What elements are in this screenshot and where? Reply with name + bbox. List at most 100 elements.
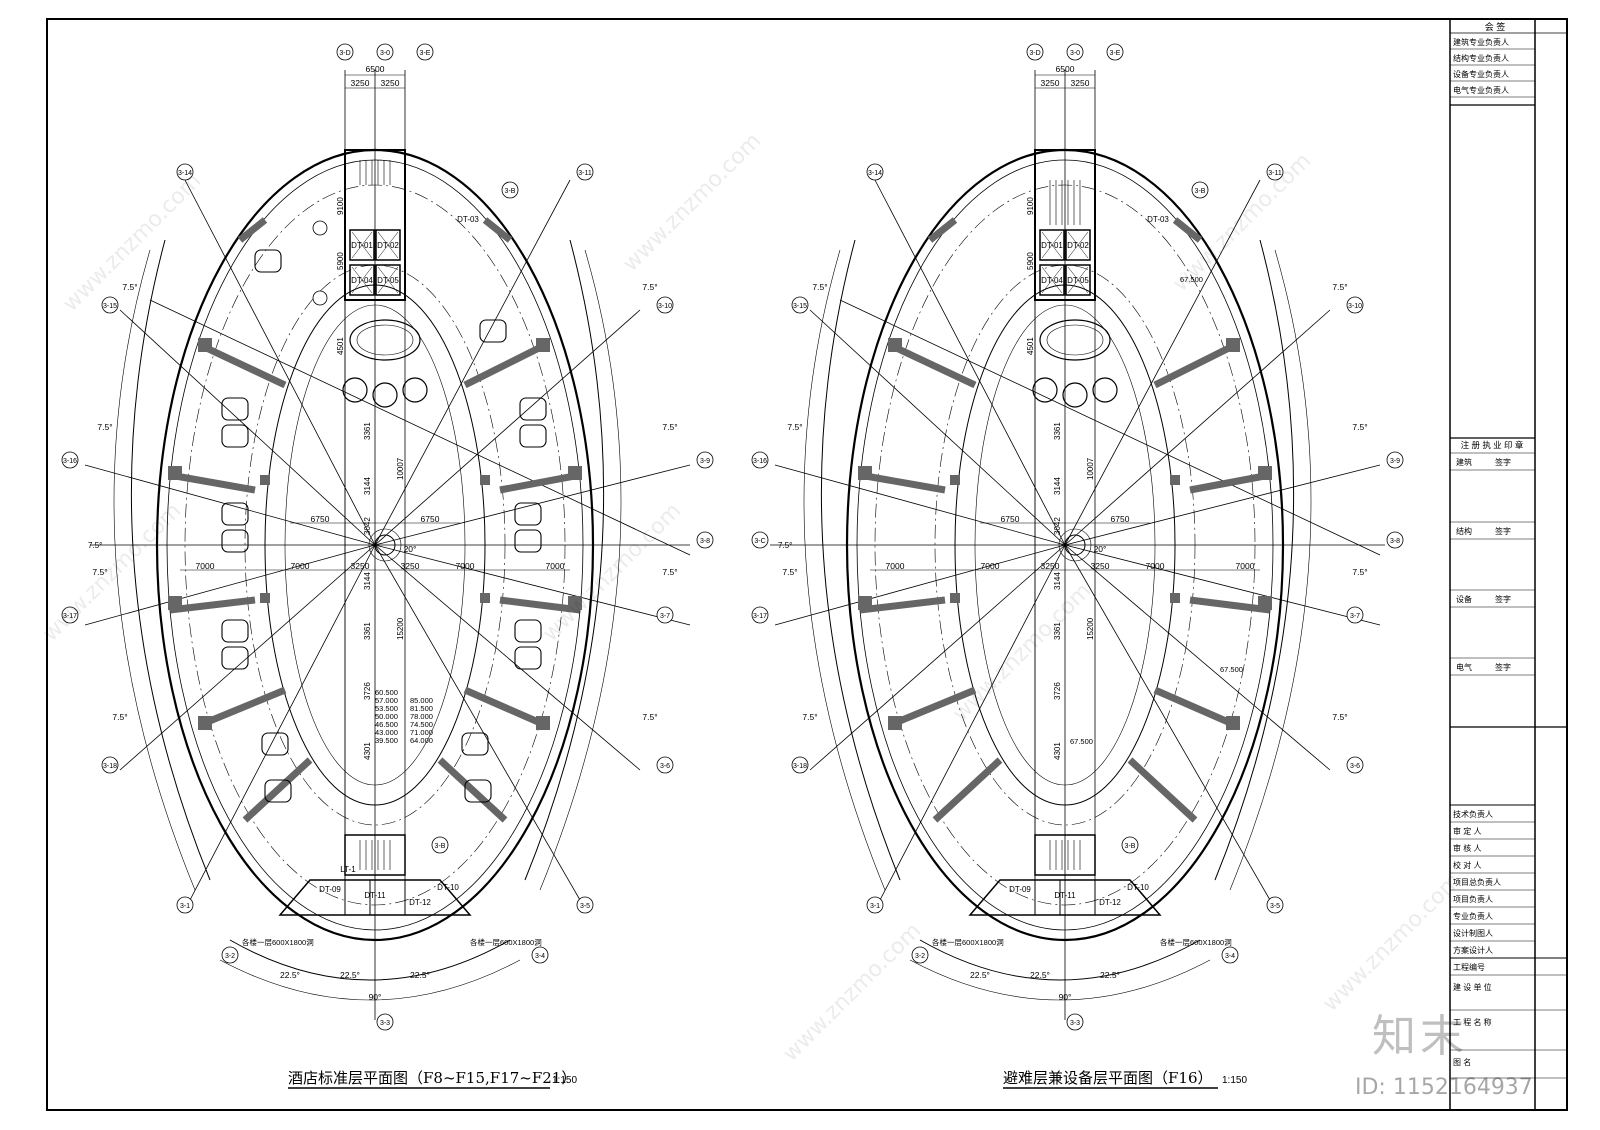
dim-angle-8: 7.5° <box>642 712 657 722</box>
svg-text:53.500: 53.500 <box>375 704 398 713</box>
dim-bay-4-r: 7000 <box>1236 561 1255 571</box>
vertical-dims-left: 9100 5900 4501 3361 3144 3042 3144 3361 … <box>336 197 405 760</box>
dim-bay-1-r: 7000 <box>886 561 905 571</box>
svg-text:3-15: 3-15 <box>103 303 117 310</box>
watermark-id: ID: 1152164937 <box>1355 1075 1533 1100</box>
svg-text:3-17: 3-17 <box>753 613 767 620</box>
svg-text:39.500: 39.500 <box>375 736 398 745</box>
dim-top-half-left-r: 3250 <box>1041 78 1060 88</box>
dim-center-left-r: 3250 <box>1041 561 1060 571</box>
elevator-label: DT-04 <box>1041 276 1063 285</box>
svg-text:3361: 3361 <box>1053 422 1062 440</box>
svg-text:9100: 9100 <box>336 197 345 215</box>
svg-text:3-6: 3-6 <box>1350 763 1360 770</box>
dim-angle-4-r: 7.5° <box>802 712 817 722</box>
svg-text:4301: 4301 <box>1053 742 1062 760</box>
elevator-label: DT-12 <box>1099 898 1121 907</box>
svg-text:3-9: 3-9 <box>700 458 710 465</box>
elevator-label: DT-12 <box>409 898 431 907</box>
svg-text:3-C: 3-C <box>754 538 765 545</box>
countersign-header: 会 签 <box>1485 21 1506 32</box>
role-row: 设计制图人 <box>1453 928 1493 938</box>
svg-text:3-7: 3-7 <box>1350 613 1360 620</box>
info-row: 工程编号 <box>1453 962 1485 972</box>
svg-text:5900: 5900 <box>1026 252 1035 270</box>
elevator-label: DT-02 <box>377 241 399 250</box>
drawing-scale-right: 1:150 <box>1222 1075 1247 1086</box>
svg-text:3-B: 3-B <box>435 843 446 850</box>
svg-text:60.500: 60.500 <box>375 688 398 697</box>
svg-text:3-17: 3-17 <box>63 613 77 620</box>
dim-angle-3-r: 7.5° <box>782 567 797 577</box>
svg-text:3-8: 3-8 <box>1390 538 1400 545</box>
svg-text:4501: 4501 <box>336 337 345 355</box>
role-row: 项目总负责人 <box>1453 877 1501 887</box>
elevator-label: DT-03 <box>457 215 479 224</box>
dim-bay-2: 7000 <box>291 561 310 571</box>
dim-angle-7-r: 7.5° <box>1352 567 1367 577</box>
dim-bay-4: 7000 <box>546 561 565 571</box>
dim-top-half-right-r: 3250 <box>1071 78 1090 88</box>
elevator-label: DT-10 <box>437 883 459 892</box>
svg-text:3-18: 3-18 <box>103 763 117 770</box>
svg-text:3-14: 3-14 <box>178 170 192 177</box>
svg-text:3-15: 3-15 <box>793 303 807 310</box>
svg-text:50.000: 50.000 <box>375 712 398 721</box>
dim-top-total: 6500 <box>366 64 385 74</box>
svg-text:67.500: 67.500 <box>1070 737 1093 746</box>
elevator-label: DT-03 <box>1147 215 1169 224</box>
dim-angle-5: 7.5° <box>642 282 657 292</box>
svg-text:3-1: 3-1 <box>870 903 880 910</box>
role-row: 技术负责人 <box>1453 809 1493 819</box>
svg-text:5900: 5900 <box>336 252 345 270</box>
elevator-label: DT-10 <box>1127 883 1149 892</box>
opening-note-right-r: 各楼一层600X1800洞 <box>1160 937 1232 947</box>
info-row: 图 名 <box>1453 1057 1471 1067</box>
dim-bay-3-r: 7000 <box>1146 561 1165 571</box>
svg-text:3042: 3042 <box>363 517 372 535</box>
dim-angle-8-r: 7.5° <box>1332 712 1347 722</box>
dim-angle-1-r: 7.5° <box>812 282 827 292</box>
svg-text:10007: 10007 <box>396 457 405 480</box>
dim-center-left: 3250 <box>351 561 370 571</box>
elevator-label: DT-01 <box>351 241 373 250</box>
role-row: 方案设计人 <box>1453 945 1493 955</box>
svg-text:43.000: 43.000 <box>375 728 398 737</box>
dim-side-angle-r: 7.5° <box>778 541 792 550</box>
svg-text:3144: 3144 <box>1053 477 1062 495</box>
elevator-label: DT-09 <box>1009 885 1031 894</box>
svg-text:3-6: 3-6 <box>660 763 670 770</box>
dim-bottom-total-r: 90° <box>1059 992 1072 1002</box>
svg-text:3-B: 3-B <box>1125 843 1136 850</box>
svg-text:46.500: 46.500 <box>375 720 398 729</box>
svg-text:3144: 3144 <box>1053 572 1062 590</box>
opening-note-right: 各楼一层600X1800洞 <box>470 937 542 947</box>
svg-text:85.000: 85.000 <box>410 696 433 705</box>
svg-text:3-10: 3-10 <box>1348 303 1362 310</box>
svg-text:3-3: 3-3 <box>380 1020 390 1027</box>
svg-text:3-D: 3-D <box>1029 50 1040 57</box>
dim-mid-right-r: 6750 <box>1111 514 1130 524</box>
stair-label: LT-1 <box>340 865 356 874</box>
svg-text:3-B: 3-B <box>1195 188 1206 195</box>
drawing-title-right: 避难层兼设备层平面图（F16） <box>1003 1069 1213 1087</box>
svg-text:3361: 3361 <box>1053 622 1062 640</box>
stamp-sign: 签字 <box>1495 662 1511 672</box>
svg-text:3-14: 3-14 <box>868 170 882 177</box>
svg-text:67.500: 67.500 <box>1180 275 1203 284</box>
watermark-logo: 知末 <box>1372 1011 1468 1062</box>
svg-text:3-16: 3-16 <box>63 458 77 465</box>
opening-note-left-r: 各楼一层600X1800洞 <box>932 937 1004 947</box>
dim-center-right-r: 3250 <box>1091 561 1110 571</box>
drawing-scale-left: 1:150 <box>552 1075 577 1086</box>
countersign-row-3: 设备专业负责人 <box>1453 69 1509 79</box>
dim-angle-7: 7.5° <box>662 567 677 577</box>
svg-text:3-8: 3-8 <box>700 538 710 545</box>
svg-text:81.500: 81.500 <box>410 704 433 713</box>
svg-text:3042: 3042 <box>1053 517 1062 535</box>
svg-text:3-2: 3-2 <box>225 953 235 960</box>
svg-text:3-4: 3-4 <box>535 953 545 960</box>
dim-angle-1: 7.5° <box>122 282 137 292</box>
elevation-list: 60.500 57.000 53.500 50.000 46.500 43.00… <box>375 688 433 745</box>
